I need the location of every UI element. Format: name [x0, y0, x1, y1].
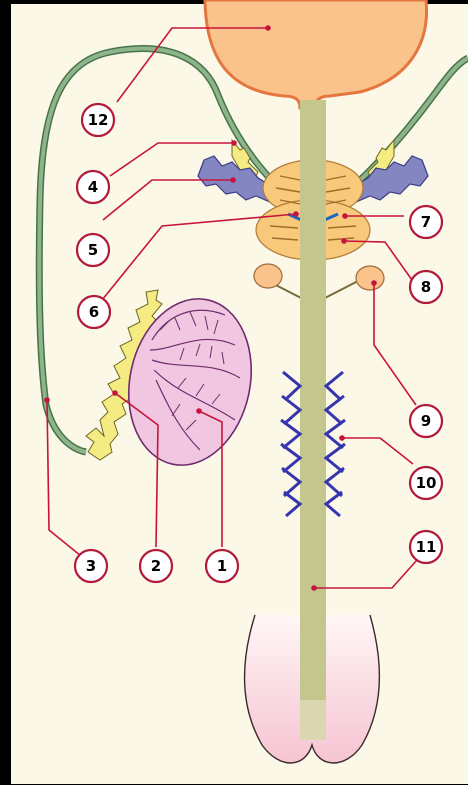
svg-text:10: 10 [416, 474, 437, 492]
svg-text:2: 2 [151, 557, 161, 575]
callout-11: 11 [410, 531, 442, 563]
callout-8: 8 [410, 271, 442, 303]
callout-4: 4 [77, 171, 109, 203]
callout-12: 12 [82, 104, 114, 136]
callout-6: 6 [78, 296, 110, 328]
callout-7: 7 [410, 206, 442, 238]
svg-text:3: 3 [86, 557, 96, 575]
bladder [205, 0, 427, 108]
svg-text:7: 7 [421, 213, 431, 231]
callout-3: 3 [75, 550, 107, 582]
callout-2: 2 [140, 550, 172, 582]
testis [114, 287, 266, 476]
svg-text:12: 12 [88, 111, 109, 129]
urethra [300, 100, 326, 740]
callout-10: 10 [410, 467, 442, 499]
callout-1: 1 [206, 550, 238, 582]
svg-text:4: 4 [88, 178, 98, 196]
svg-text:6: 6 [89, 303, 99, 321]
callout-5: 5 [77, 234, 109, 266]
svg-text:9: 9 [421, 412, 431, 430]
svg-text:8: 8 [421, 278, 431, 296]
svg-text:1: 1 [217, 557, 227, 575]
svg-text:11: 11 [416, 538, 437, 556]
callout-9: 9 [410, 405, 442, 437]
svg-text:5: 5 [88, 241, 98, 259]
